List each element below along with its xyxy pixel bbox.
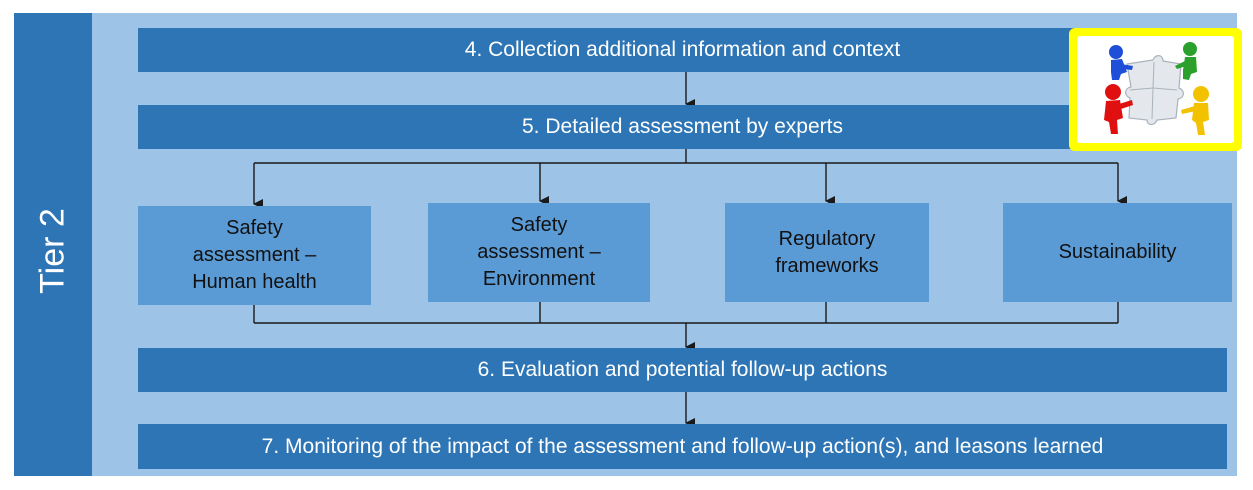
- area-sustainability: Sustainability: [1003, 203, 1232, 302]
- step-6-evaluation: 6. Evaluation and potential follow-up ac…: [138, 348, 1227, 392]
- illustration-frame: [1069, 28, 1242, 151]
- area-line: Safety: [226, 217, 283, 239]
- connector-lines: [253, 72, 1127, 428]
- step-7-monitoring: 7. Monitoring of the impact of the asses…: [138, 424, 1227, 469]
- area-line: assessment –: [192, 244, 317, 266]
- puzzle-people-icon: [1077, 36, 1234, 143]
- area-safety-human-health: Safety assessment – Human health: [138, 206, 371, 305]
- area-regulatory-frameworks: Regulatory frameworks: [725, 203, 929, 302]
- area-line: frameworks: [775, 254, 879, 277]
- area-line: assessment –: [477, 241, 601, 263]
- tier-band: Tier 2: [14, 13, 92, 476]
- area-line: Safety: [510, 214, 568, 236]
- area-line: Sustainability: [1058, 241, 1177, 263]
- step-5-detailed-assessment: 5. Detailed assessment by experts: [138, 105, 1227, 149]
- tier2-diagram: Tier 2 4. Collecti: [14, 13, 1242, 476]
- area-line: Regulatory: [778, 227, 876, 250]
- area-line: Environment: [482, 268, 596, 290]
- area-line: Human health: [192, 271, 317, 293]
- step-4-collection: 4. Collection additional information and…: [138, 28, 1227, 72]
- area-safety-environment: Safety assessment – Environment: [428, 203, 650, 302]
